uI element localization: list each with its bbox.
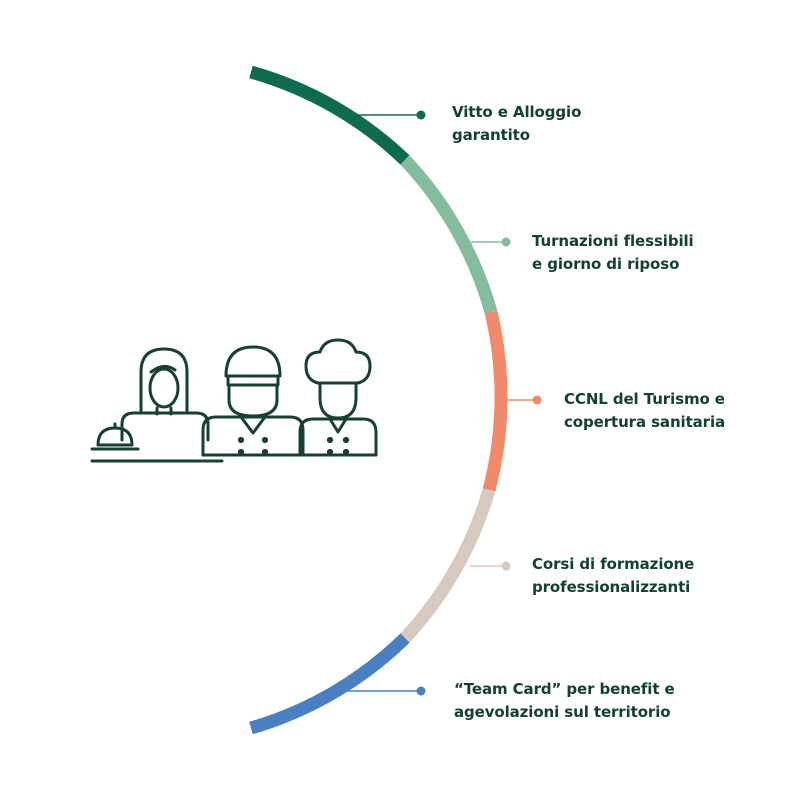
hospitality-staff-icon (90, 338, 378, 463)
benefit-turnazioni: Turnazioni flessibili e giorno di riposo (532, 230, 694, 276)
connector-ccnl (507, 395, 542, 405)
benefit-line-1: Corsi di formazione (532, 555, 695, 573)
benefit-line-2: garantito (452, 126, 530, 144)
chef-icon (298, 338, 378, 457)
benefit-line-2: agevolazioni sul territorio (454, 703, 671, 721)
benefit-line-1: Turnazioni flessibili (532, 232, 694, 250)
arc-segment-ccnl (482, 310, 508, 492)
connector-vitto (355, 110, 426, 120)
arc-segment-turnazioni (400, 155, 498, 314)
arc-segment-team-card (249, 633, 410, 735)
benefit-line-2: copertura sanitaria (564, 413, 726, 431)
waiter-icon (201, 345, 305, 457)
benefit-ccnl: CCNL del Turismo e copertura sanitaria (564, 388, 725, 434)
benefit-line-2: e giorno di riposo (532, 255, 680, 273)
benefit-team-card: “Team Card” per benefit e agevolazioni s… (454, 678, 675, 724)
benefit-line-1: CCNL del Turismo e (564, 390, 725, 408)
arc-segment-corsi (400, 488, 496, 643)
benefit-line-1: Vitto e Alloggio (452, 103, 582, 121)
arc-segment-vitto (249, 65, 410, 165)
connector-turnazioni (471, 237, 511, 247)
connector-corsi (470, 561, 511, 571)
benefit-corsi-formazione: Corsi di formazione professionalizzanti (532, 553, 694, 599)
connector-team-card (348, 686, 426, 696)
benefit-vitto-alloggio: Vitto e Alloggio garantito (452, 101, 581, 147)
benefit-line-2: professionalizzanti (532, 578, 691, 596)
benefit-line-1: “Team Card” per benefit e (454, 680, 675, 698)
